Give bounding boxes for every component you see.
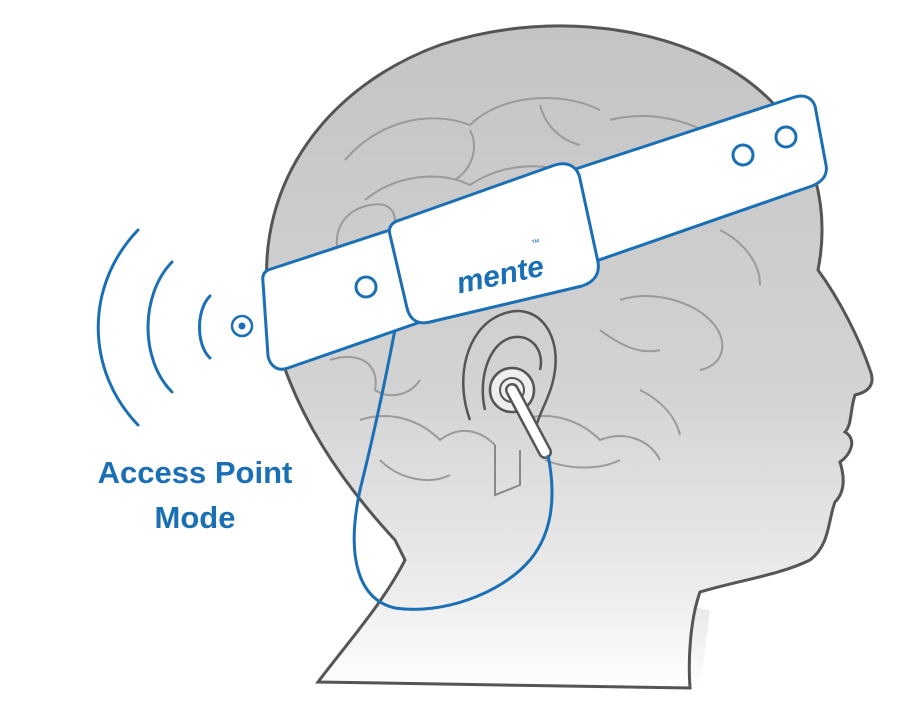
trademark-mark: ™	[530, 237, 541, 249]
access-point-icon	[230, 314, 254, 338]
ear	[462, 309, 557, 497]
device-module: mente ™	[388, 162, 600, 325]
mode-caption: Access Point Mode	[60, 450, 330, 540]
ear-clip-cable	[352, 274, 554, 611]
signal-arc-large	[96, 228, 140, 427]
caption-line-1: Access Point	[97, 455, 293, 490]
wifi-signal-icon	[96, 228, 212, 427]
band-sensor-dot	[731, 143, 755, 167]
signal-arc-small	[198, 294, 212, 360]
band-sensor-dot	[774, 125, 798, 149]
caption-line-2: Mode	[154, 500, 236, 535]
signal-arc-medium	[146, 260, 174, 394]
band-sensor-dot	[354, 275, 378, 299]
ear-clip-sensor	[488, 366, 552, 459]
